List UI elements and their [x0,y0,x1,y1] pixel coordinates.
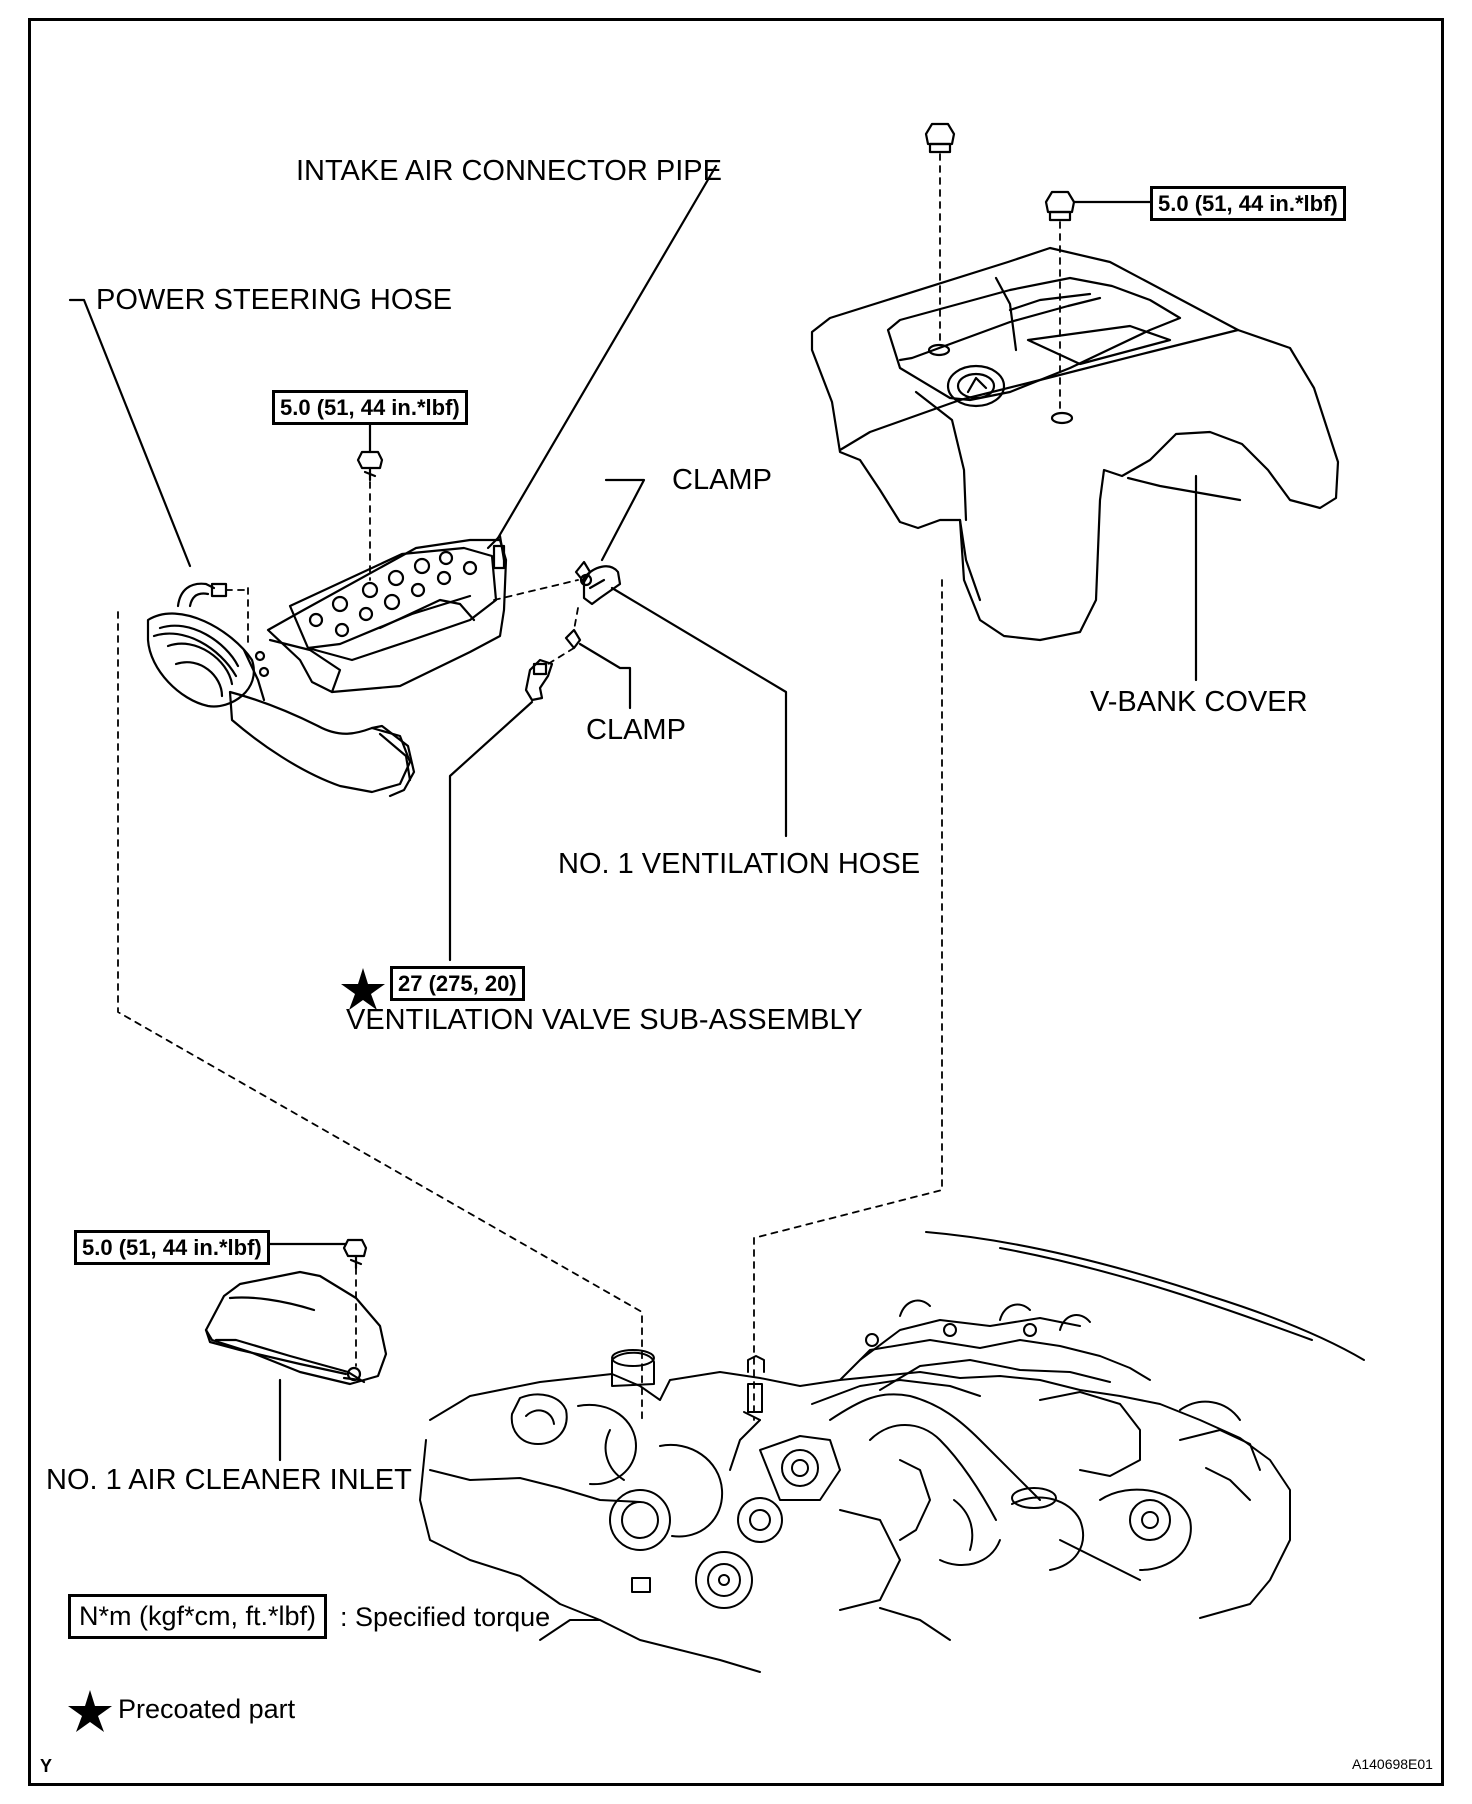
figure-id: A140698E01 [1352,1756,1433,1772]
power-steering-hose-fitting [176,582,228,608]
power-steering-hose-label: POWER STEERING HOSE [96,284,453,316]
clamp-lower-label: CLAMP [586,714,686,746]
footer-left-mark: Y [40,1756,53,1776]
intake-air-connector-pipe-label: INTAKE AIR CONNECTOR PIPE [296,155,722,187]
no1-ventilation-hose-label: NO. 1 VENTILATION HOSE [558,848,921,880]
torque-air-cleaner-inlet-bolt: 5.0 (51, 44 in.*lbf) [74,1230,270,1266]
clamp-upper-label: CLAMP [672,464,772,496]
air-cleaner-inlet-drawing [204,1270,388,1386]
torque-v-bank-cover-nut: 5.0 (51, 44 in.*lbf) [1150,186,1346,222]
air-cleaner-inlet-bolt [342,1238,368,1270]
lower-clamp-drawing [564,628,582,650]
ventilation-valve-label: VENTILATION VALVE SUB-ASSEMBLY [346,1004,863,1036]
legend-graphics [68,968,385,1732]
torque-connector-pipe-bolt: 5.0 (51, 44 in.*lbf) [272,390,468,426]
v-bank-cover-nuts [924,122,1076,222]
intake-connector-pipe-drawing [146,534,508,798]
torque-ventilation-valve: 27 (275, 20) [390,966,525,1002]
diagram-frame [28,18,1444,1786]
engine-drawing [419,1231,1365,1673]
ventilation-hose-drawing [579,565,622,606]
upper-clamp-drawing [574,560,592,584]
v-bank-cover-drawing [810,246,1340,642]
no1-air-cleaner-inlet-label: NO. 1 AIR CLEANER INLET [46,1464,412,1496]
legend-precoated-text: Precoated part [118,1694,296,1724]
legend-torque-box: N*m (kgf*cm, ft.*lbf) [68,1594,328,1640]
v-bank-cover-label: V-BANK COVER [1090,686,1308,718]
legend-torque-text: : Specified torque [340,1602,551,1632]
ventilation-valve-drawing [524,658,554,702]
connector-pipe-bolt [356,450,384,482]
